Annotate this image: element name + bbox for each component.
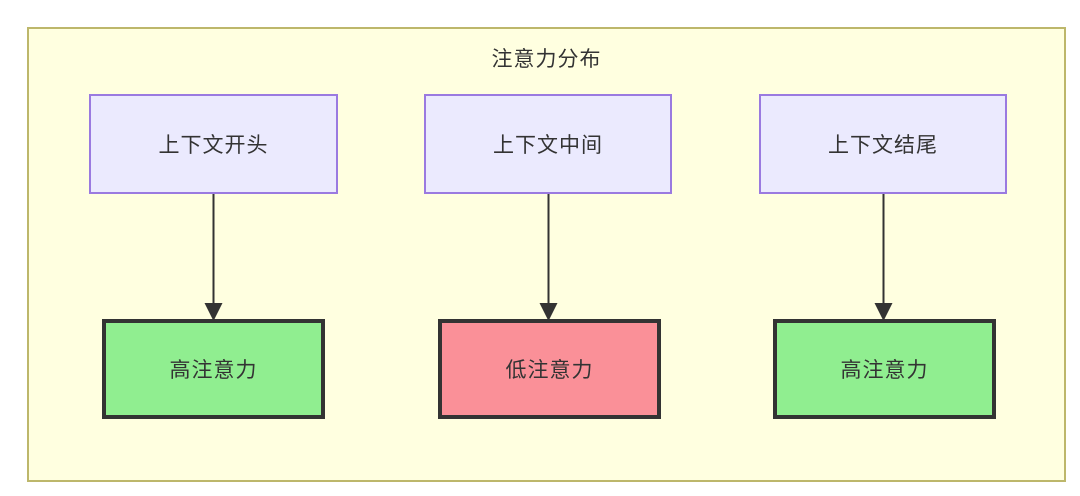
node-attention-low-middle[interactable]: 低注意力 [438,319,661,419]
node-context-start-label: 上下文开头 [158,133,269,157]
edge-context-middle-to-attention-low [539,194,558,321]
diagram-title: 注意力分布 [491,47,602,71]
node-context-end[interactable]: 上下文结尾 [759,94,1007,194]
node-attention-high-end[interactable]: 高注意力 [773,319,996,419]
attention-distribution-subgraph: 注意力分布 上下文开头 上下文中间 上下文结尾 高注意力 低 [27,27,1066,482]
node-attention-high-start-label: 高注意力 [169,358,258,382]
node-attention-high-end-label: 高注意力 [840,358,929,382]
arrowhead-icon [204,303,223,321]
edge-context-end-to-attention-high [874,194,893,321]
node-context-end-label: 上下文结尾 [828,133,938,157]
node-attention-high-start[interactable]: 高注意力 [102,319,325,419]
node-context-middle-label: 上下文中间 [493,133,603,157]
node-attention-low-middle-label: 低注意力 [505,358,594,382]
node-context-start[interactable]: 上下文开头 [89,94,338,194]
arrowhead-icon [874,303,893,321]
node-context-middle[interactable]: 上下文中间 [424,94,672,194]
edge-context-start-to-attention-high [204,194,223,321]
arrowhead-icon [539,303,558,321]
